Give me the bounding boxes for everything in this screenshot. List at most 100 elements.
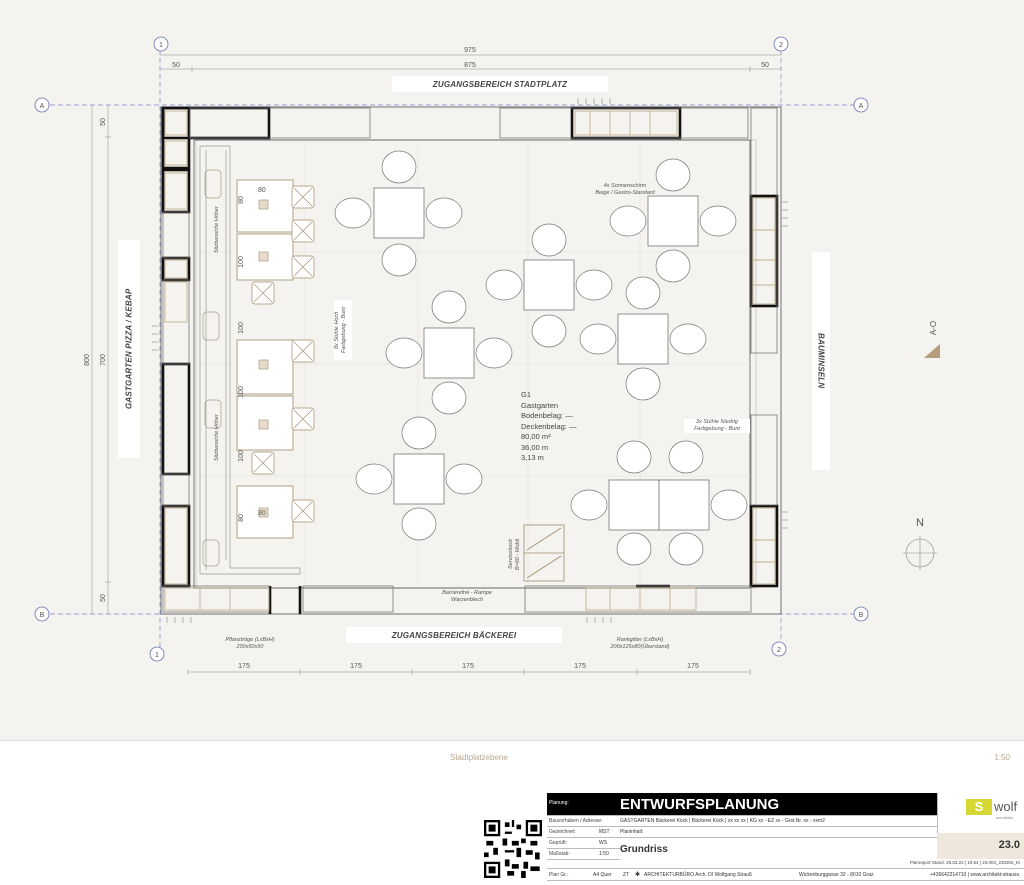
high-table-dims: 80 80 — [258, 187, 266, 517]
room-height: 3,13 m — [521, 453, 544, 462]
note-ramp: Barrierefrei - Rampe Warzenblech — [442, 590, 492, 603]
tb-content: Grundriss — [620, 844, 668, 855]
tb-footer-row: Plan Gr.: A4 Quer ZT ✱ ARCHITEKTURBÜRO A… — [547, 868, 1024, 881]
tb-logo: S wolf architektu — [937, 793, 1024, 833]
tb-geprueft-value: WS — [599, 840, 608, 846]
label-east-neighbor: BAUMINSELN — [812, 252, 830, 470]
dim-top-left: 50 — [172, 62, 180, 69]
grid-label-b-left: B — [40, 612, 45, 619]
dim-seat-100-a: 100 — [238, 256, 245, 268]
grid-label-a-left: A — [40, 103, 45, 110]
dim-bottom-4: 175 — [574, 663, 586, 670]
qr-code — [484, 820, 542, 878]
service-cart — [523, 524, 565, 582]
label-south-entry: ZUGANGSBEREICH BÄCKEREI — [346, 627, 562, 643]
north-label: N — [916, 517, 924, 529]
dim-left-bottom: 50 — [100, 594, 107, 602]
bench — [199, 145, 301, 575]
room-id: G1 — [521, 390, 532, 399]
room-stamp: G1 Gastgarten Bodenbelag: — Deckenbelag:… — [521, 390, 576, 464]
drawing-sheet: 1 2 1 2 A A B B 975 875 50 50 17 — [0, 0, 1024, 740]
office-logo-icon: ✱ — [635, 872, 641, 878]
room-name: Gastgarten — [521, 400, 559, 410]
dim-seat-100-c: 100 — [238, 386, 245, 398]
dim-seat-top: 80 — [238, 196, 245, 204]
tb-bauherr-value: GASTGARTEN Bäckerei Köck | Bäckerei Köck… — [620, 818, 825, 824]
north-arrow: N — [903, 517, 937, 570]
dim-top-total: 975 — [464, 47, 476, 54]
grid-label-2-bottom: 2 — [777, 647, 781, 654]
tb-massstab-row: Maßstab: 1:50 — [547, 848, 620, 860]
grid-bubble-labels: 1 2 1 2 A A B B — [40, 42, 864, 659]
dim-left-total: 800 — [84, 354, 91, 366]
tb-massstab-value: 1:50 — [599, 851, 609, 857]
note-service: Servicebock B=60 - Mobil — [508, 538, 521, 570]
note-planters: Pflanztröge (LxBxH) 200x50x50 — [225, 637, 275, 650]
dim-bottom-2: 175 — [350, 663, 362, 670]
tb-geprueft-label: Geprüft: — [549, 840, 568, 846]
room-perimeter: 36,00 m — [521, 442, 549, 452]
label-west-neighbor: GASTGARTEN PIZZA / KEBAP — [118, 240, 140, 458]
tb-plannr-cell: 23.0 — [937, 833, 1024, 859]
tb-planreport: Planreport Stand: 28.03.23 | 10:54 | 23.… — [909, 860, 1020, 865]
lounge-chairs — [202, 169, 222, 567]
grid-label-1-bottom: 1 — [155, 652, 159, 659]
tb-gezeichnet-label: Gezeichnet: — [549, 829, 576, 835]
note-bench-bottom: Sitzbereiche Höher — [214, 414, 220, 462]
tb-planung-label: Planung: — [549, 800, 569, 806]
note-stools-high: 8x Stühle Hoch Farbgebung - Bunt — [334, 300, 352, 360]
room-floor: Bodenbelag: — — [521, 411, 573, 420]
dim-seat-80-top: 80 — [258, 187, 266, 194]
tb-gezeichnet-value: MST — [599, 829, 610, 835]
grid-label-a-right: A — [859, 103, 864, 110]
dim-bottom-3: 175 — [462, 663, 474, 670]
stool-crosses — [253, 187, 313, 521]
section-marker: A-O — [924, 321, 940, 358]
level-strip: Stadtplatzebene 1:50 — [0, 740, 1024, 763]
trellis-hatching — [164, 110, 776, 611]
tb-gezeichnet-row: Gezeichnet: MST Planinhalt: — [547, 826, 937, 838]
tb-bauherr-row: Bauvorhaben / Adresse: GASTGARTEN Bäcker… — [547, 815, 937, 827]
logo-sub: architektu — [996, 815, 1014, 820]
tb-office: ARCHITEKTURBÜRO Arch. DI Wolfgang Strauß — [644, 872, 752, 878]
dim-seat-100-b: 100 — [238, 322, 245, 334]
dim-left-inner: 700 — [100, 354, 107, 366]
trellis-ticks — [152, 98, 788, 623]
dim-bottom-5: 175 — [687, 663, 699, 670]
room-area: 80,00 m² — [521, 432, 551, 441]
tb-massstab-label: Maßstab: — [549, 851, 570, 857]
label-north-entry: ZUGANGSBEREICH STADTPLATZ — [392, 76, 608, 92]
dimension-lines — [91, 54, 781, 675]
tb-planinhalt-label: Planinhalt: — [620, 829, 644, 835]
dim-top-inner: 875 — [464, 62, 476, 69]
tb-geprueft-row: Geprüft: WS — [547, 837, 620, 849]
tb-plangr-value: A4 Quer — [593, 872, 612, 878]
dining-tables — [373, 187, 710, 531]
planters-light — [162, 107, 778, 613]
grid-label-1-top: 1 — [159, 42, 163, 49]
high-tables — [236, 179, 294, 539]
dim-bottom-1: 175 — [238, 663, 250, 670]
dim-left-top: 50 — [100, 118, 107, 126]
dim-top-right: 50 — [761, 62, 769, 69]
logo-text: wolf — [994, 799, 1018, 814]
tb-plangr-label: Plan Gr.: — [549, 872, 569, 878]
dim-seat-bottom: 80 — [238, 514, 245, 522]
floor-plan-drawing: 1 2 1 2 A A B B 975 875 50 50 17 — [34, 36, 940, 675]
dining-chairs — [334, 150, 748, 566]
grid-label-b-right: B — [859, 612, 864, 619]
dim-seat-100-d: 100 — [238, 450, 245, 462]
level-name: Stadtplatzebene — [450, 753, 508, 762]
grid-bubbles — [34, 36, 869, 662]
tb-phase: ENTWURFSPLANUNG — [620, 796, 780, 813]
tb-phase-row: Planung: ENTWURFSPLANUNG — [547, 793, 1024, 816]
note-trellis: Rankgitter (LxBxH) 200x125x80(Überstand) — [610, 637, 670, 650]
tb-address: Wickenburggasse 32 - 8010 Graz — [799, 872, 874, 878]
logo-mark-icon: S — [966, 799, 992, 815]
grid-label-2-top: 2 — [779, 42, 783, 49]
note-chairs-low: 3x Stühle Niedrig Farbgebung - Bunt — [684, 419, 750, 433]
title-block: Planung: ENTWURFSPLANUNG S wolf architek… — [547, 793, 1024, 885]
room-ceiling: Deckenbelag: — — [521, 421, 577, 431]
dim-seat-80-bottom: 80 — [258, 510, 266, 517]
tb-plannr: 23.0 — [998, 839, 1020, 851]
